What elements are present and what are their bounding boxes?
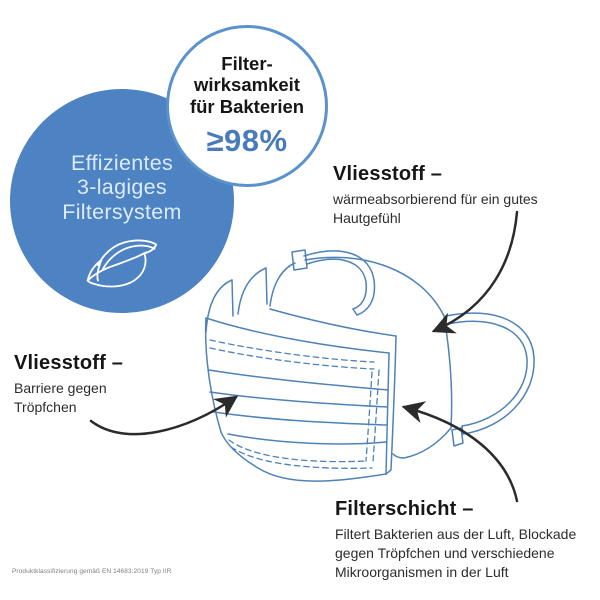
label-desc-line: Filtert Bakterien aus der Luft, Blockade [335, 526, 577, 542]
label-desc-line: Tröpfchen [14, 398, 77, 415]
label-title: Filterschicht – [335, 498, 474, 520]
label-desc-line: Hautgefühl [333, 209, 401, 226]
label-desc: Barriere gegen Tröpfchen [14, 379, 204, 417]
feature-circle-line3: Filtersystem [62, 199, 182, 224]
arrow-bottom [401, 401, 519, 503]
mask-layer-curls [205, 262, 296, 333]
label-filterschicht: Filterschicht – Filtert Bakterien aus de… [335, 498, 590, 581]
arrow-top-right [431, 210, 519, 334]
label-desc-line: Barriere gegen [14, 380, 107, 396]
layered-fabric-icon [86, 239, 158, 288]
label-title: Vliesstoff – [14, 352, 124, 374]
badge-line2: wirksamkeit [194, 74, 300, 96]
label-desc-line: gegen Tröpfchen und verschiedene [335, 544, 555, 561]
badge-line3: für Bakterien [189, 95, 305, 117]
feature-circle-line1: Effizientes [70, 151, 174, 175]
label-desc: Filtert Bakterien aus der Luft, Blockade… [335, 525, 590, 581]
label-desc-line: wärmeabsorbierend für ein gutes [333, 191, 538, 207]
label-desc-line: Mikroorganismen in der Luft [335, 563, 509, 580]
mask-middle-layer [269, 308, 397, 475]
label-desc: wärmeabsorbierend für ein gutes Hautgefü… [333, 190, 573, 228]
badge-circle: Filter- wirksamkeit für Bakterien ≥98% [166, 25, 328, 187]
mask-back-layer [291, 249, 535, 459]
feature-circle-line2: 3-lagiges [77, 175, 167, 200]
label-vliesstoff-left: Vliesstoff – Barriere gegen Tröpfchen [14, 352, 204, 417]
product-classification-note: Produktklassifizierung gemäß EN 14683:20… [12, 568, 172, 575]
label-vliesstoff-top: Vliesstoff – wärmeabsorbierend für ein g… [333, 163, 573, 228]
badge-stat-value: ≥98% [206, 122, 288, 158]
label-title: Vliesstoff – [333, 163, 443, 185]
badge-line1: Filter- [221, 53, 273, 75]
mask-front-layer [204, 317, 390, 482]
